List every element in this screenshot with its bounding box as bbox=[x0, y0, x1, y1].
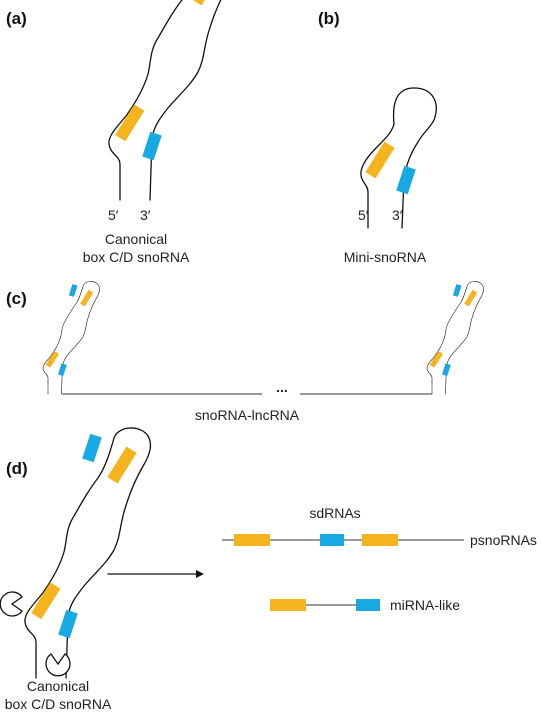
canonical-snorna-hairpin bbox=[108, 0, 236, 201]
sdrnas-label: sdRNAs bbox=[309, 505, 360, 521]
panel-b: (b) 5′ 3′ Mini-snoRNA bbox=[318, 9, 437, 265]
box-c-segment bbox=[234, 534, 270, 546]
right-snorna-in-lncrna bbox=[426, 281, 484, 395]
three-prime-label: 3′ bbox=[140, 207, 151, 223]
five-prime-label: 5′ bbox=[358, 207, 369, 223]
box-d-segment bbox=[320, 534, 344, 546]
box-c-segment bbox=[362, 534, 398, 546]
three-prime-label: 3′ bbox=[392, 207, 403, 223]
five-prime-label: 5′ bbox=[108, 207, 119, 223]
exonuclease-pacman-icon bbox=[0, 591, 23, 617]
mirna-like-label: miRNA-like bbox=[390, 597, 460, 613]
panel-c-caption: snoRNA-lncRNA bbox=[195, 407, 300, 423]
box-c-segment bbox=[270, 599, 306, 611]
panel-a-caption-line2: box C/D snoRNA bbox=[83, 249, 190, 265]
arrow-head-icon bbox=[196, 570, 204, 578]
panel-d-caption-line2: box C/D snoRNA bbox=[5, 696, 112, 712]
exonuclease-pacman-icon bbox=[45, 653, 71, 677]
panel-a-caption-line1: Canonical bbox=[105, 231, 167, 247]
panel-d: (d) Canonical box C/D snoRNA sdRNAs psno… bbox=[0, 427, 537, 712]
panel-label-c: (c) bbox=[6, 289, 27, 308]
panel-label-d: (d) bbox=[6, 459, 28, 478]
panel-d-caption-line1: Canonical bbox=[27, 678, 89, 694]
lncrna-ellipsis: ... bbox=[276, 379, 288, 395]
panel-b-caption: Mini-snoRNA bbox=[344, 249, 427, 265]
panel-label-b: (b) bbox=[318, 9, 340, 28]
psnornas-label: psnoRNAs bbox=[470, 532, 537, 548]
panel-a: (a) 5′ 3′ Canonical box C/D snoRNA bbox=[6, 0, 236, 265]
left-snorna-in-lncrna bbox=[42, 281, 100, 395]
box-d-segment bbox=[356, 599, 380, 611]
canonical-snorna-hairpin bbox=[24, 427, 152, 679]
panel-label-a: (a) bbox=[6, 9, 27, 28]
panel-c: (c) ... snoRNA-lncRNA bbox=[6, 281, 484, 423]
